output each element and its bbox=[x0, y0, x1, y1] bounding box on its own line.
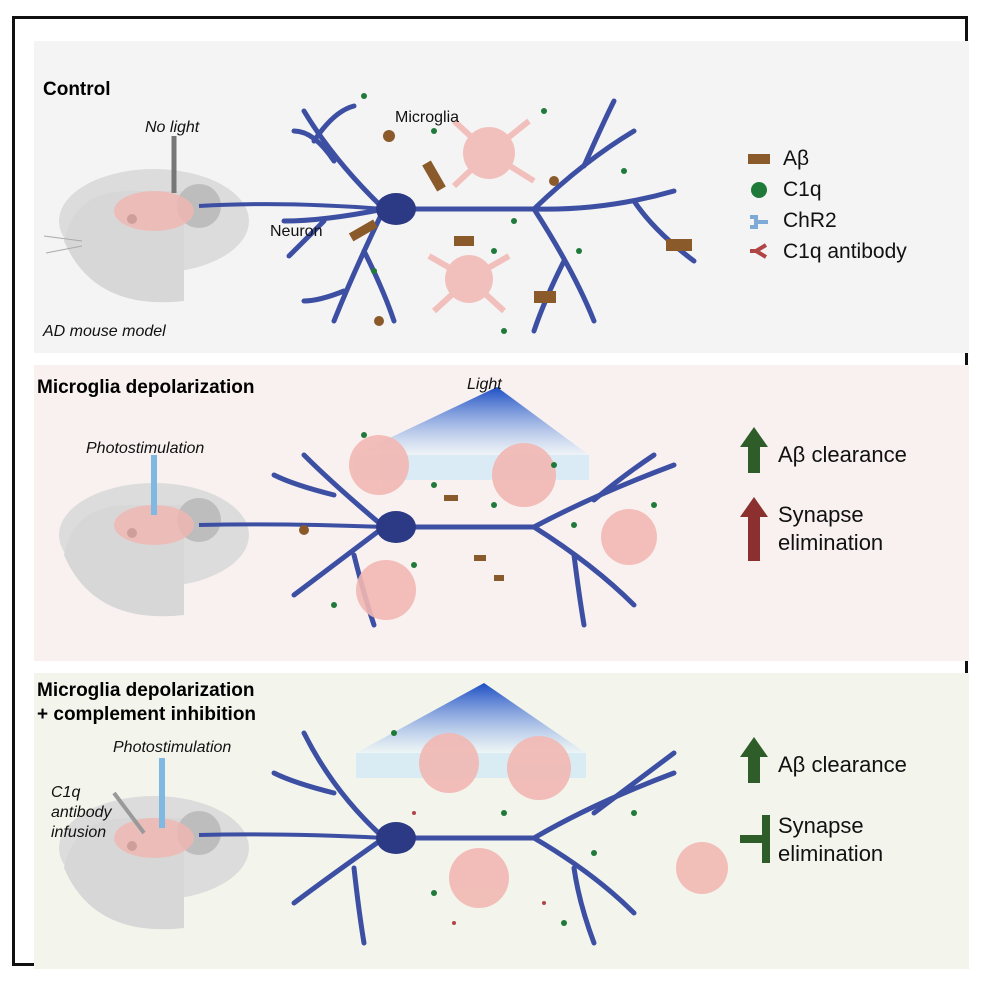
panel-title-control: Control bbox=[43, 79, 111, 100]
abeta-icon bbox=[748, 154, 770, 164]
abeta-clearance-arrow-icon bbox=[740, 737, 768, 783]
microglia-icon bbox=[419, 733, 728, 908]
outcome-abeta-clearance: Aβ clearance bbox=[778, 442, 907, 467]
legend-c1q: C1q bbox=[783, 178, 822, 201]
panel-title-line1: Microglia depolarization bbox=[37, 680, 255, 701]
light-cone bbox=[356, 683, 586, 753]
c1q-icon bbox=[751, 182, 767, 198]
antibody-icon bbox=[750, 243, 768, 259]
neuron-icon bbox=[271, 730, 677, 946]
figure-frame: Control No light AD mouse model Microgli… bbox=[12, 16, 969, 969]
antibody-marks bbox=[412, 811, 546, 925]
neuron-soma bbox=[376, 511, 416, 543]
panel-microglia-depolarization: Microglia depolarization Light Photostim… bbox=[34, 365, 969, 661]
chr2-icon bbox=[750, 215, 768, 229]
stim-label-no-light: No light bbox=[145, 119, 200, 136]
abeta-clearance-arrow-icon bbox=[740, 427, 768, 473]
panel-control: Control No light AD mouse model Microgli… bbox=[34, 41, 969, 353]
c1q-dots bbox=[361, 93, 627, 334]
microglia-icon bbox=[349, 435, 657, 620]
depolarization-illustration bbox=[59, 387, 768, 628]
abeta-plaques bbox=[299, 495, 504, 581]
microglia-label: Microglia bbox=[395, 109, 460, 126]
microglia-icon bbox=[427, 118, 536, 314]
abeta-plaques bbox=[348, 130, 692, 326]
stim-label-photostimulation-2: Photostimulation bbox=[113, 739, 232, 756]
legend-c1q-antibody: C1q antibody bbox=[783, 240, 907, 263]
c1q-dots bbox=[391, 730, 637, 926]
panel-complement-inhibition: Microglia depolarization + complement in… bbox=[34, 673, 969, 969]
light-label: Light bbox=[467, 376, 502, 393]
stim-label-photostimulation: Photostimulation bbox=[86, 440, 205, 457]
mouse-icon bbox=[59, 758, 249, 930]
control-illustration bbox=[43, 93, 770, 334]
outcome-synapse-line2-2: elimination bbox=[778, 841, 884, 866]
neuron-soma bbox=[376, 193, 416, 225]
legend-abeta: Aβ bbox=[783, 147, 810, 170]
inhibition-illustration bbox=[59, 683, 770, 946]
outcome-synapse-line1: Synapse bbox=[778, 502, 864, 527]
outcome-synapse-line1-2: Synapse bbox=[778, 813, 864, 838]
outcome-abeta-clearance-2: Aβ clearance bbox=[778, 752, 907, 777]
neuron-icon bbox=[281, 98, 697, 334]
mouse-icon bbox=[59, 455, 249, 617]
outcome-synapse-line2: elimination bbox=[778, 530, 884, 555]
panel-title-line2: + complement inhibition bbox=[37, 704, 257, 725]
model-label: AD mouse model bbox=[43, 323, 166, 340]
panel-title-depolarization: Microglia depolarization bbox=[37, 377, 255, 398]
infusion-label-line1: C1q bbox=[51, 784, 81, 801]
neuron-soma bbox=[376, 822, 416, 854]
c1q-dots bbox=[331, 432, 657, 608]
light-cone bbox=[354, 387, 589, 455]
synapse-block-icon bbox=[740, 815, 770, 863]
infusion-label-line3: infusion bbox=[51, 824, 107, 841]
infusion-label-line2: antibody bbox=[51, 804, 112, 821]
synapse-elimination-arrow-icon bbox=[740, 497, 768, 561]
legend-chr2: ChR2 bbox=[783, 209, 837, 232]
neuron-label: Neuron bbox=[270, 223, 323, 240]
mouse-icon bbox=[43, 136, 249, 303]
